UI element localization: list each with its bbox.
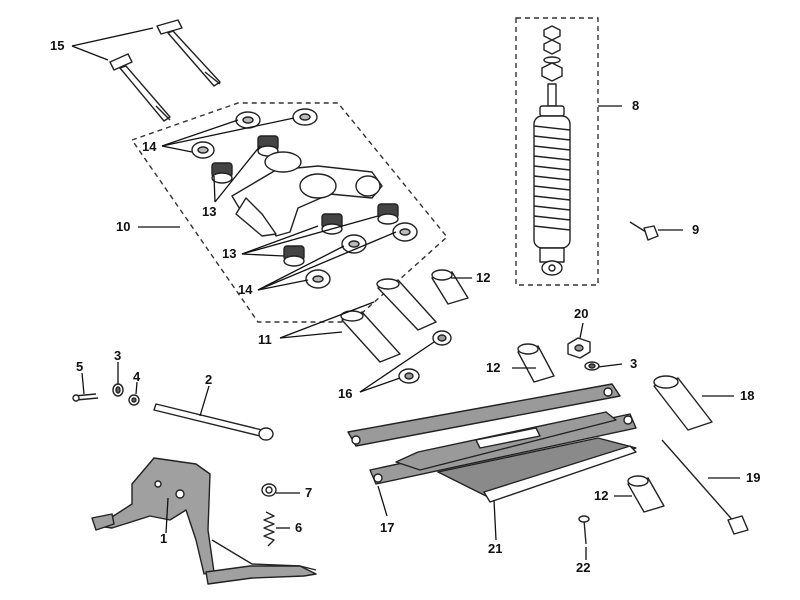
callout-10: 10 [116, 219, 130, 234]
bushing-16-a [432, 330, 452, 346]
washer-3-right [584, 361, 600, 371]
bushing-upper-b [292, 108, 318, 126]
sleeve-11-upper [376, 278, 437, 331]
needle-bearing-upper-b [211, 162, 233, 184]
callout-12-middle: 12 [486, 360, 500, 375]
swing-arm-group-box [130, 102, 448, 323]
long-bolt-upper [156, 19, 221, 87]
callout-3-left: 3 [114, 348, 121, 363]
callout-1: 1 [160, 531, 167, 546]
collar-12-lower [627, 475, 665, 513]
needle-bearing-lower-b [377, 203, 399, 225]
callout-14-lower: 14 [238, 282, 253, 297]
needle-bearing-lower-c [283, 245, 305, 267]
engine-mount-frame [347, 383, 637, 485]
long-bolt-lower [109, 53, 171, 122]
callout-labels: 15 14 13 10 13 14 8 9 12 11 16 12 20 3 1… [50, 38, 760, 575]
needle-bearing-upper-a [257, 135, 279, 157]
callout-12-upper: 12 [476, 270, 490, 285]
washer-3-left [112, 383, 124, 397]
callout-2: 2 [205, 372, 212, 387]
callout-7: 7 [305, 485, 312, 500]
callout-19: 19 [746, 470, 760, 485]
callout-17: 17 [380, 520, 394, 535]
callout-12-lower: 12 [594, 488, 608, 503]
callout-8: 8 [632, 98, 639, 113]
ring-7 [261, 483, 277, 497]
callout-9: 9 [692, 222, 699, 237]
callout-14-upper: 14 [142, 139, 157, 154]
callout-3-right: 3 [630, 356, 637, 371]
shock-absorber [533, 25, 571, 276]
callout-5: 5 [76, 359, 83, 374]
bushing-16-b [398, 368, 420, 384]
pivot-shaft-2 [153, 403, 274, 441]
callout-21: 21 [488, 541, 502, 556]
shock-spring-coils [533, 125, 571, 231]
collar-12-upper [431, 269, 469, 305]
callout-4: 4 [133, 369, 141, 384]
swing-arm-bracket [231, 151, 383, 237]
spring-6 [263, 511, 275, 547]
callout-16: 16 [338, 386, 352, 401]
callout-6: 6 [295, 520, 302, 535]
clip-5 [72, 393, 99, 402]
bushing-lower-c [305, 269, 331, 289]
callout-18: 18 [740, 388, 754, 403]
callout-13-lower: 13 [222, 246, 236, 261]
shock-absorber-group-box [515, 17, 599, 286]
center-stand [91, 457, 317, 585]
collar-18 [653, 375, 713, 431]
collar-12-middle [517, 343, 555, 383]
washer-4 [128, 394, 140, 406]
lower-plate-21 [437, 437, 637, 503]
callout-11: 11 [258, 332, 272, 347]
sleeve-11-lower [340, 310, 401, 363]
bushing-upper-c [191, 141, 215, 159]
small-bolt-9 [629, 221, 659, 241]
leader-lines [71, 27, 740, 560]
callout-20: 20 [574, 306, 588, 321]
callout-22: 22 [576, 560, 590, 575]
long-bolt-19 [661, 439, 749, 535]
screw-22 [578, 515, 590, 545]
bushing-lower-b [392, 222, 418, 242]
nut-20 [567, 337, 591, 359]
callout-13-upper: 13 [202, 204, 216, 219]
callout-15: 15 [50, 38, 64, 53]
